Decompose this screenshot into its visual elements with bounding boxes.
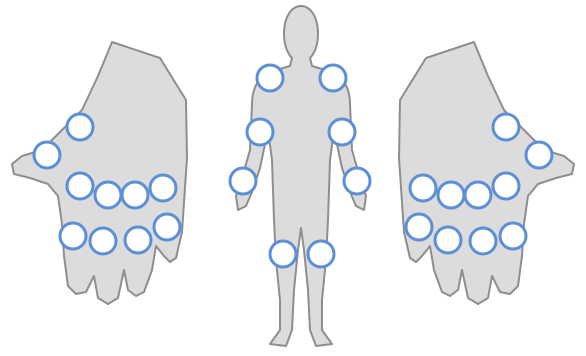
body-joint-marker-5[interactable] (230, 168, 256, 194)
left-hand-joint-marker-10[interactable] (154, 214, 180, 240)
body-joint-marker-8[interactable] (308, 241, 334, 267)
left-hand-joint-marker-5[interactable] (122, 182, 148, 208)
right-hand-joint-marker-8[interactable] (470, 228, 496, 254)
right-hand-joint-marker-5[interactable] (438, 182, 464, 208)
left-hand-joint-marker-4[interactable] (95, 182, 121, 208)
body-joint-marker-3[interactable] (247, 119, 273, 145)
right-hand-joint-marker-4[interactable] (465, 182, 491, 208)
left-hand-joint-marker-2[interactable] (34, 142, 60, 168)
right-hand-joint-marker-2[interactable] (526, 142, 552, 168)
left-hand (12, 42, 187, 304)
right-hand-joint-marker-6[interactable] (410, 175, 436, 201)
right-hand (399, 42, 574, 304)
right-hand-joint-marker-3[interactable] (493, 173, 519, 199)
left-hand-joint-marker-3[interactable] (67, 173, 93, 199)
body-joint-marker-1[interactable] (257, 65, 283, 91)
left-hand-joint-marker-1[interactable] (67, 114, 93, 140)
body-joint-marker-6[interactable] (344, 168, 370, 194)
right-hand-joint-marker-7[interactable] (500, 223, 526, 249)
body-joint-marker-4[interactable] (329, 119, 355, 145)
body-joint-marker-7[interactable] (270, 241, 296, 267)
right-hand-joint-marker-1[interactable] (493, 114, 519, 140)
right-hand-joint-marker-10[interactable] (406, 214, 432, 240)
left-hand-joint-marker-7[interactable] (60, 223, 86, 249)
left-hand-silhouette (12, 42, 187, 304)
body-joint-marker-2[interactable] (320, 65, 346, 91)
left-hand-joint-marker-6[interactable] (150, 175, 176, 201)
right-hand-joint-marker-9[interactable] (435, 227, 461, 253)
left-hand-joint-marker-8[interactable] (90, 228, 116, 254)
right-hand-silhouette (399, 42, 574, 304)
left-hand-joint-marker-9[interactable] (125, 227, 151, 253)
